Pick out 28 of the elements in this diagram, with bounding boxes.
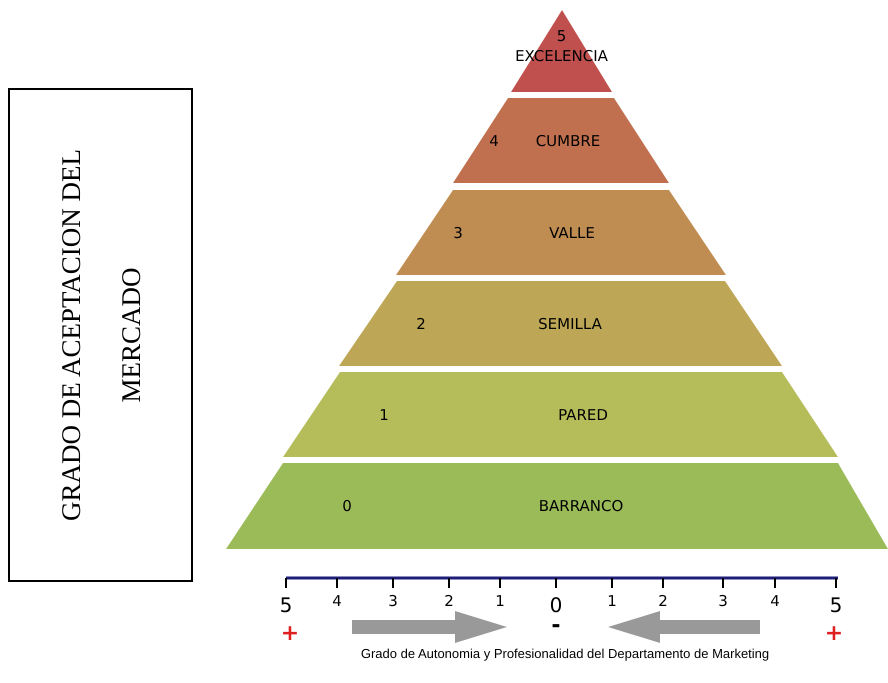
level-number: 1	[379, 404, 389, 424]
level-number: 0	[342, 496, 352, 516]
level-number: 4	[489, 130, 499, 150]
level-name: VALLE	[549, 222, 595, 242]
tick-label: 5	[280, 595, 292, 615]
tick-label: 3	[388, 594, 398, 609]
axis-title-box	[8, 88, 193, 582]
plus-sign: +	[280, 623, 300, 645]
tick-label: 5	[830, 595, 842, 615]
level-number: 5	[556, 26, 566, 46]
minus-sign: -	[551, 615, 561, 637]
level-name: CUMBRE	[536, 130, 600, 150]
plus-sign: +	[824, 623, 844, 645]
tick-label: 1	[607, 594, 617, 609]
tick-label: 2	[444, 594, 454, 609]
level-name: BARRANCO	[538, 496, 624, 516]
level-name: PARED	[558, 404, 608, 424]
level-name: SEMILLA	[538, 314, 602, 334]
axis-caption: Grado de Autonomia y Profesionalidad del Departamento de Marketing	[360, 646, 770, 662]
tick-label: 0	[550, 595, 562, 615]
level-number: 3	[453, 222, 463, 242]
tick-label: 2	[658, 594, 668, 609]
level-number: 2	[416, 314, 426, 334]
tick-label: 3	[718, 594, 728, 609]
tick-label: 1	[495, 594, 505, 609]
tick-label: 4	[332, 594, 342, 609]
axis-title: GRADO DE ACEPTACION DEL MERCADO	[54, 148, 146, 524]
tick-label: 4	[770, 594, 780, 609]
